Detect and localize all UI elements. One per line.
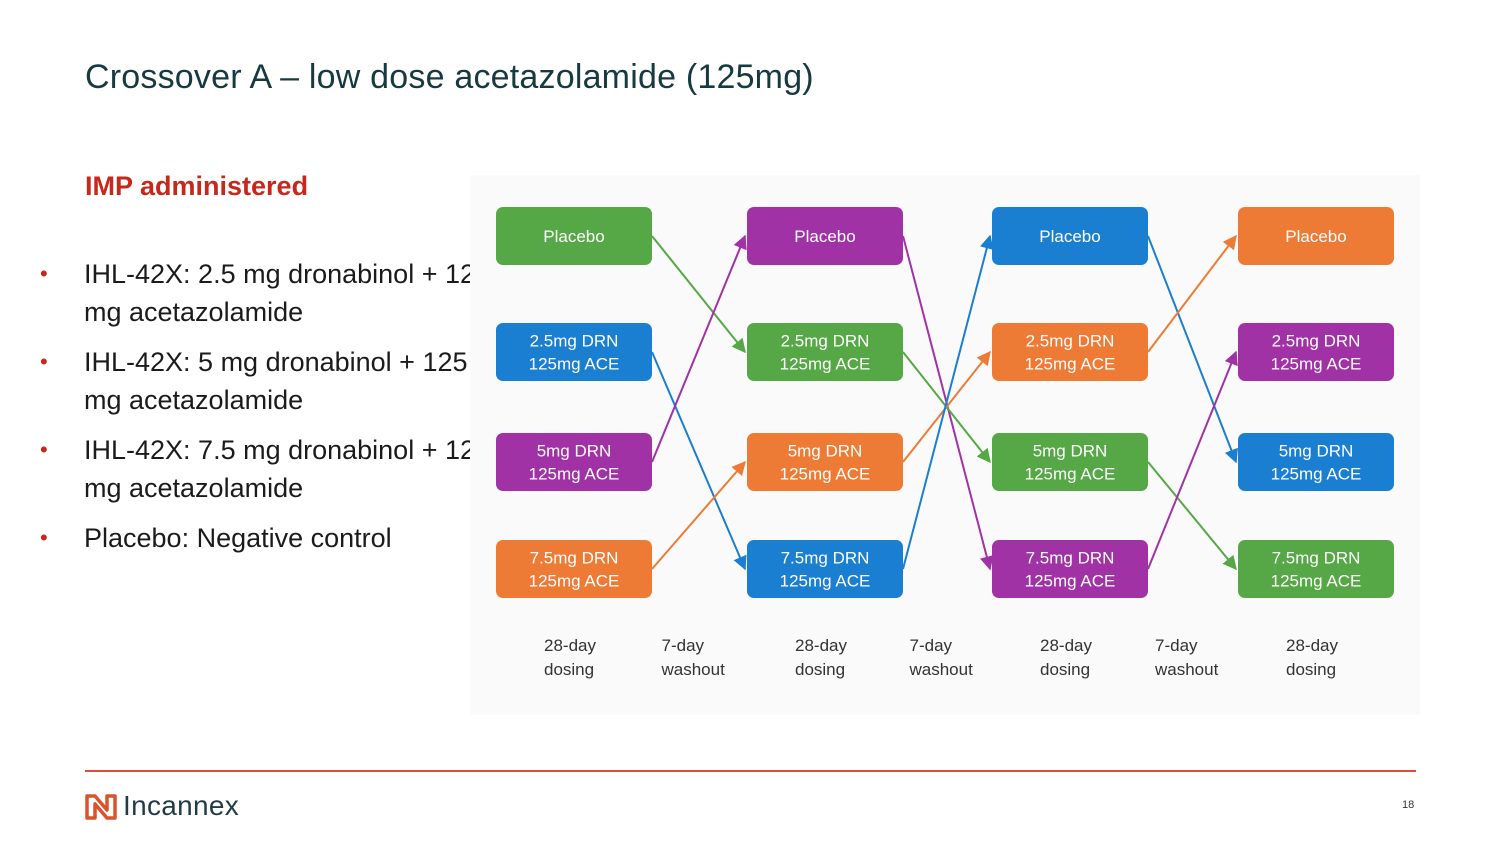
arm-box-label: 125mg ACE	[1025, 355, 1116, 374]
dosing-label: 28-day	[1040, 636, 1092, 655]
dosing-label: 28-day	[795, 636, 847, 655]
arm-box-label: 125mg ACE	[1271, 572, 1362, 591]
bullet-text: Placebo: Negative control	[84, 523, 392, 553]
arm-box: 7.5mg DRN 125mg ACE	[1238, 540, 1394, 598]
brand-name: Incannex	[123, 790, 240, 821]
arm-box: Placebo	[496, 207, 652, 265]
bullet-text: IHL-42X: 5 mg dronabinol + 125 mg acetaz…	[84, 347, 468, 415]
arm-box-label: Placebo	[1039, 227, 1100, 246]
transition-arrow	[902, 234, 994, 570]
transition-arrow	[1147, 350, 1238, 570]
dosing-label: dosing	[1286, 660, 1336, 679]
arm-box: 7.5mg DRN 125mg ACE	[496, 540, 652, 598]
arm-box-label: 2.5mg DRN	[1026, 332, 1115, 351]
transition-arrow	[1147, 234, 1237, 353]
arm-box-label: 2.5mg DRN	[1272, 332, 1361, 351]
arm-box-label: 7.5mg DRN	[1272, 549, 1361, 568]
arm-box: 5mg DRN 125mg ACE	[747, 433, 903, 491]
crossover-diagram: Placebo 2.5mg DRN 125mg ACE 5mg DRN 125mg AC…	[470, 175, 1420, 715]
section-heading: IMP administered	[85, 171, 309, 201]
arm-box-label: 125mg ACE	[780, 465, 871, 484]
washout-label: washout	[661, 660, 726, 679]
arm-box-label: 125mg ACE	[1025, 465, 1116, 484]
arm-box-label: 5mg DRN	[788, 442, 863, 461]
arm-box-label: 125mg ACE	[1271, 355, 1362, 374]
arm-box: 5mg DRN 125mg ACE	[496, 433, 652, 491]
arm-box: Placebo	[1238, 207, 1394, 265]
incannex-logo-icon	[85, 794, 117, 820]
arm-box: 5mg DRN 125mg ACE	[1238, 433, 1394, 491]
dosing-label: 28-day	[1286, 636, 1338, 655]
arm-box: 2.5mg DRN 125mg ACE	[992, 323, 1148, 381]
page-number: 18	[1402, 799, 1415, 811]
arm-box-label: 125mg ACE	[780, 572, 871, 591]
arm-box-label: 5mg DRN	[1279, 442, 1354, 461]
bullet-marker: •	[40, 437, 48, 462]
arm-box-label: 125mg ACE	[529, 355, 620, 374]
transition-arrow	[651, 235, 746, 354]
bullet-item: • IHL-42X: 5 mg dronabinol + 125 mg aceta…	[40, 343, 490, 419]
washout-label: 7-day	[910, 636, 953, 655]
arm-box-label: 125mg ACE	[529, 465, 620, 484]
arm-box-label: 125mg ACE	[1271, 465, 1362, 484]
dosing-label: dosing	[1040, 660, 1090, 679]
arm-box-label: 5mg DRN	[1033, 442, 1108, 461]
washout-label: 7-day	[1155, 636, 1198, 655]
washout-label: washout	[1154, 660, 1219, 679]
arm-box-label: 5mg DRN	[537, 442, 612, 461]
brand-logo: Incannex	[85, 789, 239, 823]
bullet-item: • IHL-42X: 7.5 mg dronabinol + 125 mg ace…	[40, 431, 490, 507]
arm-box: 2.5mg DRN 125mg ACE	[496, 323, 652, 381]
bullet-marker: •	[40, 349, 48, 374]
arm-box: 5mg DRN 125mg ACE	[992, 433, 1148, 491]
arm-box-label: 7.5mg DRN	[1026, 549, 1115, 568]
arm-box-label: 125mg ACE	[529, 572, 620, 591]
arm-box-label: Placebo	[543, 227, 604, 246]
transition-arrow	[1147, 461, 1237, 571]
washout-label: washout	[909, 660, 974, 679]
bullet-item: • IHL-42X: 2.5 mg dronabinol + 125 mg ace…	[40, 255, 490, 331]
arm-box-label: 125mg ACE	[1025, 572, 1116, 591]
transition-arrow	[651, 351, 747, 571]
footer-divider	[85, 770, 1416, 772]
arm-box: Placebo	[992, 207, 1148, 265]
dosing-label: 28-day	[544, 636, 596, 655]
arm-box: 2.5mg DRN 125mg ACE	[1238, 323, 1394, 381]
dosing-label: dosing	[544, 660, 594, 679]
bullet-text: IHL-42X: 2.5 mg dronabinol + 125 mg acet…	[84, 259, 491, 327]
bullet-item: • Placebo: Negative control	[40, 519, 490, 557]
transition-arrow	[651, 460, 746, 570]
arm-box-label: 7.5mg DRN	[530, 549, 619, 568]
arm-box-label: 2.5mg DRN	[530, 332, 619, 351]
bullet-marker: •	[40, 525, 48, 550]
transition-arrow	[902, 350, 991, 463]
arm-box-label: 2.5mg DRN	[781, 332, 870, 351]
arm-box-label: 125mg ACE	[780, 355, 871, 374]
transition-arrow	[651, 234, 747, 463]
bullet-text: IHL-42X: 7.5 mg dronabinol + 125 mg acet…	[84, 435, 491, 503]
arm-box: 7.5mg DRN 125mg ACE	[992, 540, 1148, 598]
arm-box: 2.5mg DRN 125mg ACE	[747, 323, 903, 381]
arm-box-label: Placebo	[794, 227, 855, 246]
arm-box-label: Placebo	[1285, 227, 1346, 246]
dosing-label: dosing	[795, 660, 845, 679]
arm-box-label: 7.5mg DRN	[781, 549, 870, 568]
transition-arrow	[1147, 235, 1238, 464]
arm-box: 7.5mg DRN 125mg ACE	[747, 540, 903, 598]
slide-title: Crossover A – low dose acetazolamide (12…	[85, 58, 814, 96]
bullet-marker: •	[40, 261, 48, 286]
washout-label: 7-day	[662, 636, 705, 655]
arm-box: Placebo	[747, 207, 903, 265]
bullet-list: • IHL-42X: 2.5 mg dronabinol + 125 mg ace…	[40, 255, 490, 569]
